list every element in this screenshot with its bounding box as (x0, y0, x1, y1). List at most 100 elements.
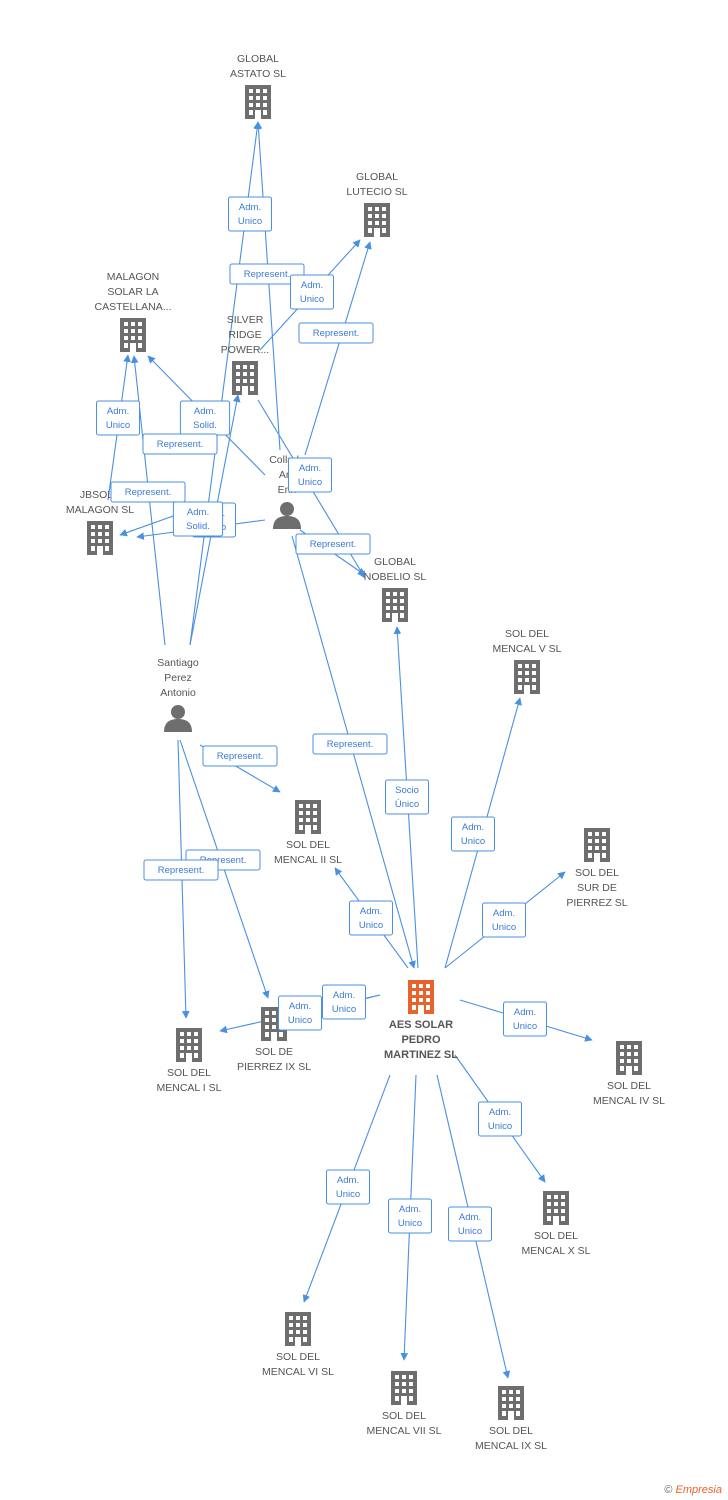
edge-label-19[interactable]: Adm.Unico (322, 984, 366, 1020)
edge-label-text: Unico (336, 1189, 360, 1200)
edge-label-box[interactable] (96, 400, 140, 436)
edge-label-4[interactable]: Adm.Unico (96, 400, 140, 436)
person-icon[interactable] (164, 705, 192, 732)
edge-label-box[interactable] (290, 274, 334, 310)
edge-label-box[interactable] (322, 984, 366, 1020)
edge-label-box[interactable] (385, 779, 429, 815)
edge-label-box[interactable] (202, 745, 278, 767)
edge-label-1[interactable]: Represent. (229, 263, 305, 285)
edge-label-23[interactable]: Adm.Unico (478, 1101, 522, 1137)
node-label: SOL DEL (575, 867, 619, 879)
node-label: SILVER (227, 314, 264, 326)
edge-label-3[interactable]: Represent. (298, 322, 374, 344)
edge-label-text: Adm. (289, 1001, 311, 1012)
edge-label-2[interactable]: Adm.Unico (290, 274, 334, 310)
edge-label-box[interactable] (451, 816, 495, 852)
edge-label-15[interactable]: Represent. (202, 745, 278, 767)
edge-label-box[interactable] (312, 733, 388, 755)
edge-label-8[interactable]: Represent. (110, 481, 186, 503)
edge-label-box[interactable] (288, 457, 332, 493)
edge-label-17[interactable]: Adm.Unico (482, 902, 526, 938)
building-icon[interactable] (382, 588, 408, 622)
edge-label-text: Unico (298, 477, 322, 488)
edge-label-20[interactable]: Represent. (143, 859, 219, 881)
brand-logo-text[interactable]: Empresia (675, 1484, 722, 1496)
edge-label-text: Adm. (514, 1007, 536, 1018)
edge-label-text: Represent. (310, 539, 356, 550)
edge-label-22[interactable]: Adm.Unico (503, 1001, 547, 1037)
edge-label-box[interactable] (142, 433, 218, 455)
node-label: JBSOLA (80, 489, 120, 501)
building-icon[interactable] (616, 1041, 642, 1075)
building-icon[interactable] (176, 1028, 202, 1062)
building-icon[interactable] (232, 361, 258, 395)
edge-label-box[interactable] (278, 995, 322, 1031)
edge-label-box[interactable] (326, 1169, 370, 1205)
building-icon[interactable] (295, 800, 321, 834)
edge-label-10[interactable]: Adm.Unico (288, 457, 332, 493)
building-icon[interactable] (584, 828, 610, 862)
edge-label-box[interactable] (298, 322, 374, 344)
building-icon[interactable] (245, 85, 271, 119)
edge-label-9[interactable]: Adm.Solid. (172, 501, 224, 537)
edge-label-box[interactable] (482, 902, 526, 938)
edge-label-21[interactable]: Adm.Unico (278, 995, 322, 1031)
edge-label-text: Adm. (489, 1107, 511, 1118)
edge-label-6[interactable]: Represent. (142, 433, 218, 455)
edge-label-box[interactable] (229, 263, 305, 285)
building-icon[interactable] (408, 980, 434, 1014)
building-icon[interactable] (285, 1312, 311, 1346)
edge-label-box[interactable] (478, 1101, 522, 1137)
building-icon[interactable] (364, 203, 390, 237)
person-icon[interactable] (273, 502, 301, 529)
edge-label-box[interactable] (503, 1001, 547, 1037)
edge-label-text: Socio (395, 785, 419, 796)
edge-label-12[interactable]: Represent. (312, 733, 388, 755)
edge-label-14[interactable]: Adm.Unico (451, 816, 495, 852)
edge-label-box[interactable] (228, 196, 272, 232)
edge-label-box[interactable] (388, 1198, 432, 1234)
node-silver-ridge[interactable]: SILVERRIDGEPOWER... (221, 314, 269, 395)
edge-label-26[interactable]: Adm.Unico (448, 1206, 492, 1242)
edge-label-0[interactable]: Adm.Unico (228, 196, 272, 232)
edge-label-box[interactable] (448, 1206, 492, 1242)
node-label: SOL DEL (382, 1410, 426, 1422)
edge-label-box[interactable] (295, 533, 371, 555)
building-icon[interactable] (498, 1386, 524, 1420)
edge-label-box[interactable] (143, 859, 219, 881)
edge-label-box[interactable] (110, 481, 186, 503)
edge-label-box[interactable] (172, 501, 224, 537)
building-icon[interactable] (391, 1371, 417, 1405)
building-icon[interactable] (120, 318, 146, 352)
edge-label-text: Represent. (157, 439, 203, 450)
building-icon[interactable] (514, 660, 540, 694)
edge-label-box[interactable] (349, 900, 393, 936)
edge-label-25[interactable]: Adm.Unico (388, 1198, 432, 1234)
building-icon[interactable] (543, 1191, 569, 1225)
edge-label-5[interactable]: Adm.Solid. (179, 400, 231, 436)
node-label: MENCAL IX SL (475, 1440, 547, 1452)
edge-label-24[interactable]: Adm.Unico (326, 1169, 370, 1205)
building-icon[interactable] (87, 521, 113, 555)
edge-label-11[interactable]: Represent. (295, 533, 371, 555)
edge-label-16[interactable]: Adm.Unico (349, 900, 393, 936)
edge-label-text: Unico (359, 920, 383, 931)
